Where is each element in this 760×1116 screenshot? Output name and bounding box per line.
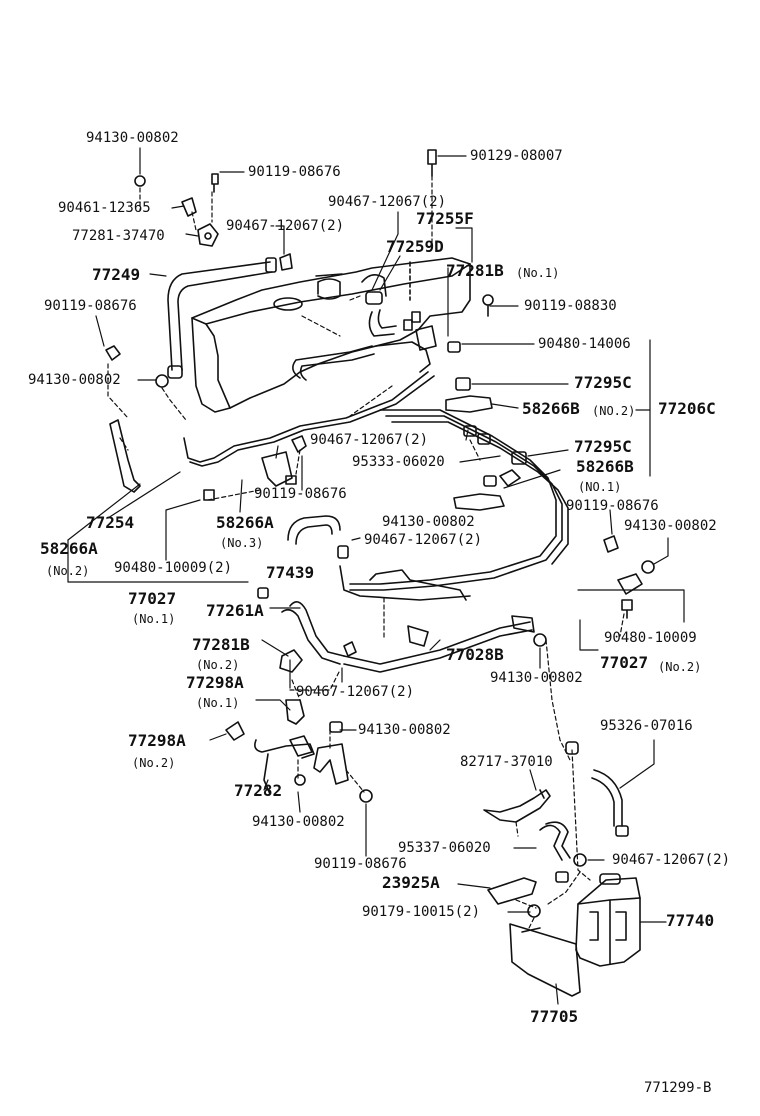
label-77281-37470: 77281-37470 bbox=[72, 228, 165, 244]
vent-hoses bbox=[292, 274, 494, 381]
label-90179-10015: 90179-10015(2) bbox=[362, 904, 481, 920]
figure-code: 771299-B bbox=[644, 1080, 712, 1096]
label-58266A-2-sub: (No.2) bbox=[46, 564, 90, 578]
label-90119-08830: 90119-08830 bbox=[524, 298, 617, 314]
label-77295C-a: 77295C bbox=[574, 373, 632, 392]
label-95333-06020: 95333-06020 bbox=[352, 454, 445, 470]
label-58266B-1-sub: (NO.1) bbox=[578, 480, 622, 494]
label-77206C: 77206C bbox=[658, 399, 716, 418]
label-90467-12067-a: 90467-12067(2) bbox=[226, 218, 345, 234]
left-brackets bbox=[109, 419, 307, 501]
label-95326-07016: 95326-07016 bbox=[600, 718, 693, 734]
label-94130-00802-b: 94130-00802 bbox=[28, 372, 121, 388]
label-90467-12067-c: 90467-12067(2) bbox=[310, 432, 429, 448]
canister-hoses bbox=[539, 769, 629, 883]
label-77705: 77705 bbox=[530, 1007, 579, 1026]
label-23925A: 23925A bbox=[382, 873, 440, 892]
label-77740: 77740 bbox=[666, 911, 715, 930]
label-90467-12067-d: 90467-12067(2) bbox=[364, 532, 483, 548]
label-77298A-2: 77298A bbox=[128, 731, 186, 750]
label-77298A-1-sub: (No.1) bbox=[196, 696, 240, 710]
line-clamps bbox=[445, 377, 527, 511]
label-77298A-1: 77298A bbox=[186, 673, 244, 692]
label-77249: 77249 bbox=[92, 265, 141, 284]
label-90480-10009-a: 90480-10009(2) bbox=[114, 560, 233, 576]
label-58266A-2: 58266A bbox=[40, 539, 98, 558]
valves-77298a bbox=[225, 649, 315, 795]
label-90467-12067-f: 90467-12067(2) bbox=[612, 852, 731, 868]
label-82717-37010: 82717-37010 bbox=[460, 754, 553, 770]
label-90480-10009-b: 90480-10009 bbox=[604, 630, 697, 646]
label-77027-1: 77027 bbox=[128, 589, 177, 608]
label-77027-1-sub: (No.1) bbox=[132, 612, 176, 626]
label-58266B-2-sub: (NO.2) bbox=[592, 404, 636, 418]
label-58266A-3-sub: (No.3) bbox=[220, 536, 264, 550]
hose-77261a bbox=[257, 587, 547, 673]
label-94130-00802-g: 94130-00802 bbox=[252, 814, 345, 830]
label-90480-14006: 90480-14006 bbox=[538, 336, 631, 352]
leader-lines bbox=[67, 147, 685, 1005]
label-77261A: 77261A bbox=[206, 601, 264, 620]
label-90119-08676-d: 90119-08676 bbox=[566, 498, 659, 514]
label-77295C-b: 77295C bbox=[574, 437, 632, 456]
label-77259D: 77259D bbox=[386, 237, 444, 256]
label-77281B-1-sub: (No.1) bbox=[516, 266, 560, 280]
fuel-tank bbox=[191, 257, 471, 413]
label-77027-2-sub: (No.2) bbox=[658, 660, 702, 674]
label-77439: 77439 bbox=[266, 563, 315, 582]
label-77281B-1: 77281B bbox=[446, 261, 504, 280]
label-90119-08676-a: 90119-08676 bbox=[248, 164, 341, 180]
label-90119-08676-e: 90119-08676 bbox=[314, 856, 407, 872]
filler-hose bbox=[167, 257, 277, 379]
label-58266A-3: 58266A bbox=[216, 513, 274, 532]
label-77254: 77254 bbox=[86, 513, 135, 532]
tank-cap bbox=[273, 297, 303, 311]
label-94130-00802-c: 94130-00802 bbox=[382, 514, 475, 530]
label-90129-08007: 90129-08007 bbox=[470, 148, 563, 164]
label-95337-06020: 95337-06020 bbox=[398, 840, 491, 856]
right-clamps bbox=[603, 535, 655, 619]
label-77027-2: 77027 bbox=[600, 653, 649, 672]
label-94130-00802-a: 94130-00802 bbox=[86, 130, 179, 146]
fuel-lines bbox=[183, 371, 569, 601]
dashed-locator-lines bbox=[107, 175, 625, 931]
label-90467-12067-b: 90467-12067(2) bbox=[328, 194, 447, 210]
label-94130-00802-f: 94130-00802 bbox=[358, 722, 451, 738]
label-90467-12067-e: 90467-12067(2) bbox=[296, 684, 415, 700]
hose-77439 bbox=[287, 515, 349, 559]
label-94130-00802-e: 94130-00802 bbox=[490, 670, 583, 686]
label-77281B-2: 77281B bbox=[192, 635, 250, 654]
label-90119-08676-c: 90119-08676 bbox=[254, 486, 347, 502]
label-77298A-2-sub: (No.2) bbox=[132, 756, 176, 770]
label-94130-00802-d: 94130-00802 bbox=[624, 518, 717, 534]
label-58266B-1: 58266B bbox=[576, 457, 634, 476]
label-77028B: 77028B bbox=[446, 645, 504, 664]
top-bracket-parts bbox=[105, 149, 437, 388]
label-90461-12365: 90461-12365 bbox=[58, 200, 151, 216]
label-58266B-2: 58266B bbox=[522, 399, 580, 418]
bracket-and-protector bbox=[487, 877, 581, 997]
label-77281B-2-sub: (No.2) bbox=[196, 658, 240, 672]
label-90119-08676-b: 90119-08676 bbox=[44, 298, 137, 314]
label-77255F: 77255F bbox=[416, 209, 474, 228]
charcoal-canister bbox=[575, 873, 641, 967]
label-77282: 77282 bbox=[234, 781, 283, 800]
canister-bracket bbox=[313, 721, 579, 823]
